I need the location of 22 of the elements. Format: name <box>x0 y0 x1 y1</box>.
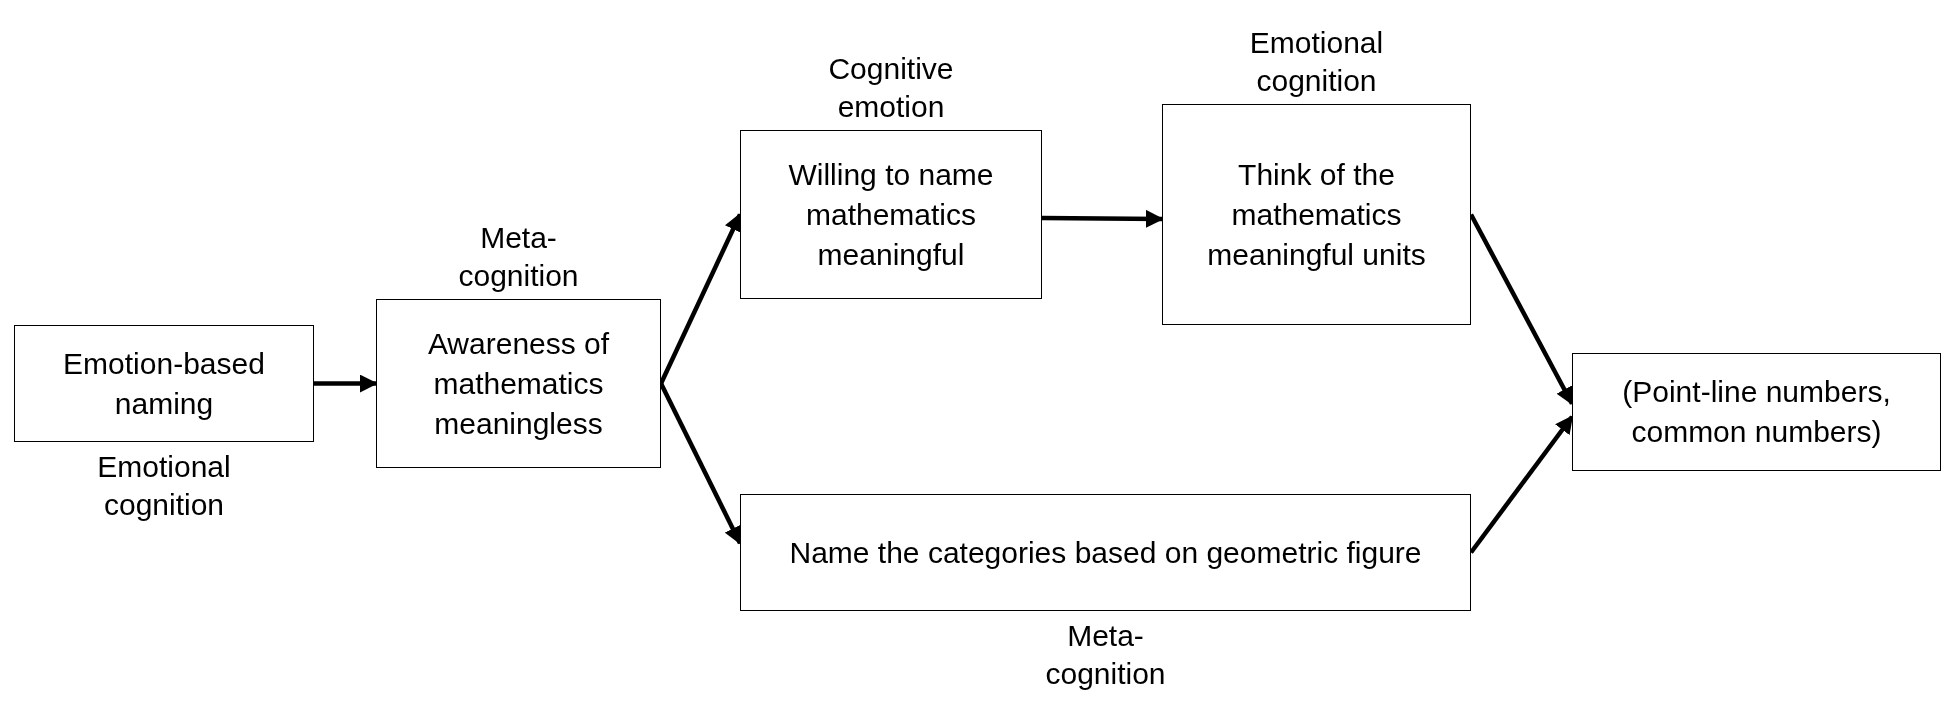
process-box <box>14 325 314 442</box>
box-text: Awareness of mathematics meaningless <box>426 325 611 442</box>
node-caption: Emotional cognition <box>96 449 232 523</box>
arrow <box>659 382 742 545</box>
arrow <box>1469 213 1574 406</box>
node-caption: Meta-cognition <box>457 220 580 294</box>
process-box <box>740 130 1042 299</box>
arrow <box>1041 209 1164 228</box>
node-caption: Meta-cognition <box>1044 618 1167 692</box>
box-text: Think of the mathematics meaningful units <box>1206 156 1427 273</box>
arrow <box>1469 415 1574 554</box>
process-box <box>1572 353 1941 471</box>
process-box <box>740 494 1471 611</box>
box-text: Name the categories based on geometric figure <box>788 534 1423 571</box>
box-text: Emotion-based naming <box>62 345 266 422</box>
process-box <box>1162 104 1471 325</box>
box-text: (Point-line numbers, common numbers) <box>1621 374 1892 450</box>
process-box <box>376 299 661 468</box>
node-caption: Cognitive emotion <box>827 51 955 125</box>
node-caption: Emotional cognition <box>1248 25 1385 99</box>
arrow <box>314 374 378 393</box>
box-text: Willing to name mathematics meaningful <box>787 156 995 273</box>
